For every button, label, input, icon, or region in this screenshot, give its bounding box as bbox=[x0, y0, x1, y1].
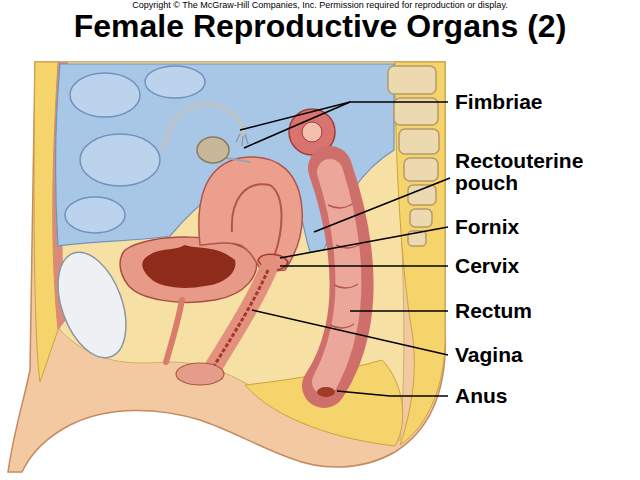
labia bbox=[176, 363, 224, 385]
bladder-wall bbox=[120, 237, 256, 302]
intestine-loop bbox=[145, 66, 205, 98]
fimbriae-fringe bbox=[236, 134, 248, 146]
part-label: Rectum bbox=[455, 300, 635, 322]
vertebra bbox=[399, 129, 439, 154]
fimbria bbox=[236, 134, 240, 142]
title: Female Reproductive Organs (2) bbox=[0, 10, 640, 44]
copyright-notice: Copyright © The McGraw-Hill Companies, I… bbox=[0, 1, 640, 10]
ovarian-ligament bbox=[226, 158, 250, 162]
anal-opening bbox=[317, 387, 335, 397]
intestine-loops bbox=[65, 66, 205, 233]
leader-line bbox=[350, 310, 448, 312]
rectal-fold bbox=[330, 324, 354, 328]
vertebra bbox=[408, 185, 436, 205]
rectum-wall bbox=[324, 168, 352, 386]
rectum-lumen bbox=[325, 172, 348, 382]
intestine-loop bbox=[80, 134, 160, 186]
body-skin bbox=[8, 62, 445, 472]
sacrum bbox=[388, 66, 439, 246]
colon-lumen bbox=[302, 122, 322, 142]
leader-line bbox=[337, 391, 448, 396]
back-fat bbox=[395, 62, 445, 445]
leader-line bbox=[314, 178, 450, 232]
leader-line bbox=[240, 102, 448, 130]
part-label: Rectouterine pouch bbox=[455, 150, 605, 194]
leader-line bbox=[244, 102, 350, 148]
part-label: Cervix bbox=[455, 255, 635, 277]
intestine-loop bbox=[70, 73, 140, 117]
leader-line bbox=[280, 265, 448, 267]
urethra bbox=[166, 300, 182, 362]
rectal-fold bbox=[328, 204, 352, 208]
vertebra bbox=[388, 66, 436, 94]
part-label: Anus bbox=[455, 385, 635, 407]
vertebra bbox=[404, 158, 438, 181]
part-label: Fornix bbox=[455, 216, 635, 238]
uterus bbox=[199, 157, 302, 272]
fimbria bbox=[245, 134, 248, 144]
rectal-fold bbox=[334, 284, 358, 288]
vagina-wall bbox=[214, 270, 268, 366]
uterine-cavity bbox=[232, 184, 282, 262]
leader-line bbox=[280, 227, 448, 258]
vertebra bbox=[410, 209, 432, 227]
part-label: Fimbriae bbox=[455, 91, 635, 113]
bladder-lining bbox=[142, 245, 235, 288]
leader-line bbox=[252, 310, 448, 355]
fimbria bbox=[242, 136, 243, 146]
ovary bbox=[197, 137, 229, 163]
leader-lines bbox=[240, 102, 450, 396]
part-label: Vagina bbox=[455, 344, 635, 366]
intestine-loop bbox=[65, 197, 125, 233]
vaginal-canal bbox=[214, 270, 268, 366]
